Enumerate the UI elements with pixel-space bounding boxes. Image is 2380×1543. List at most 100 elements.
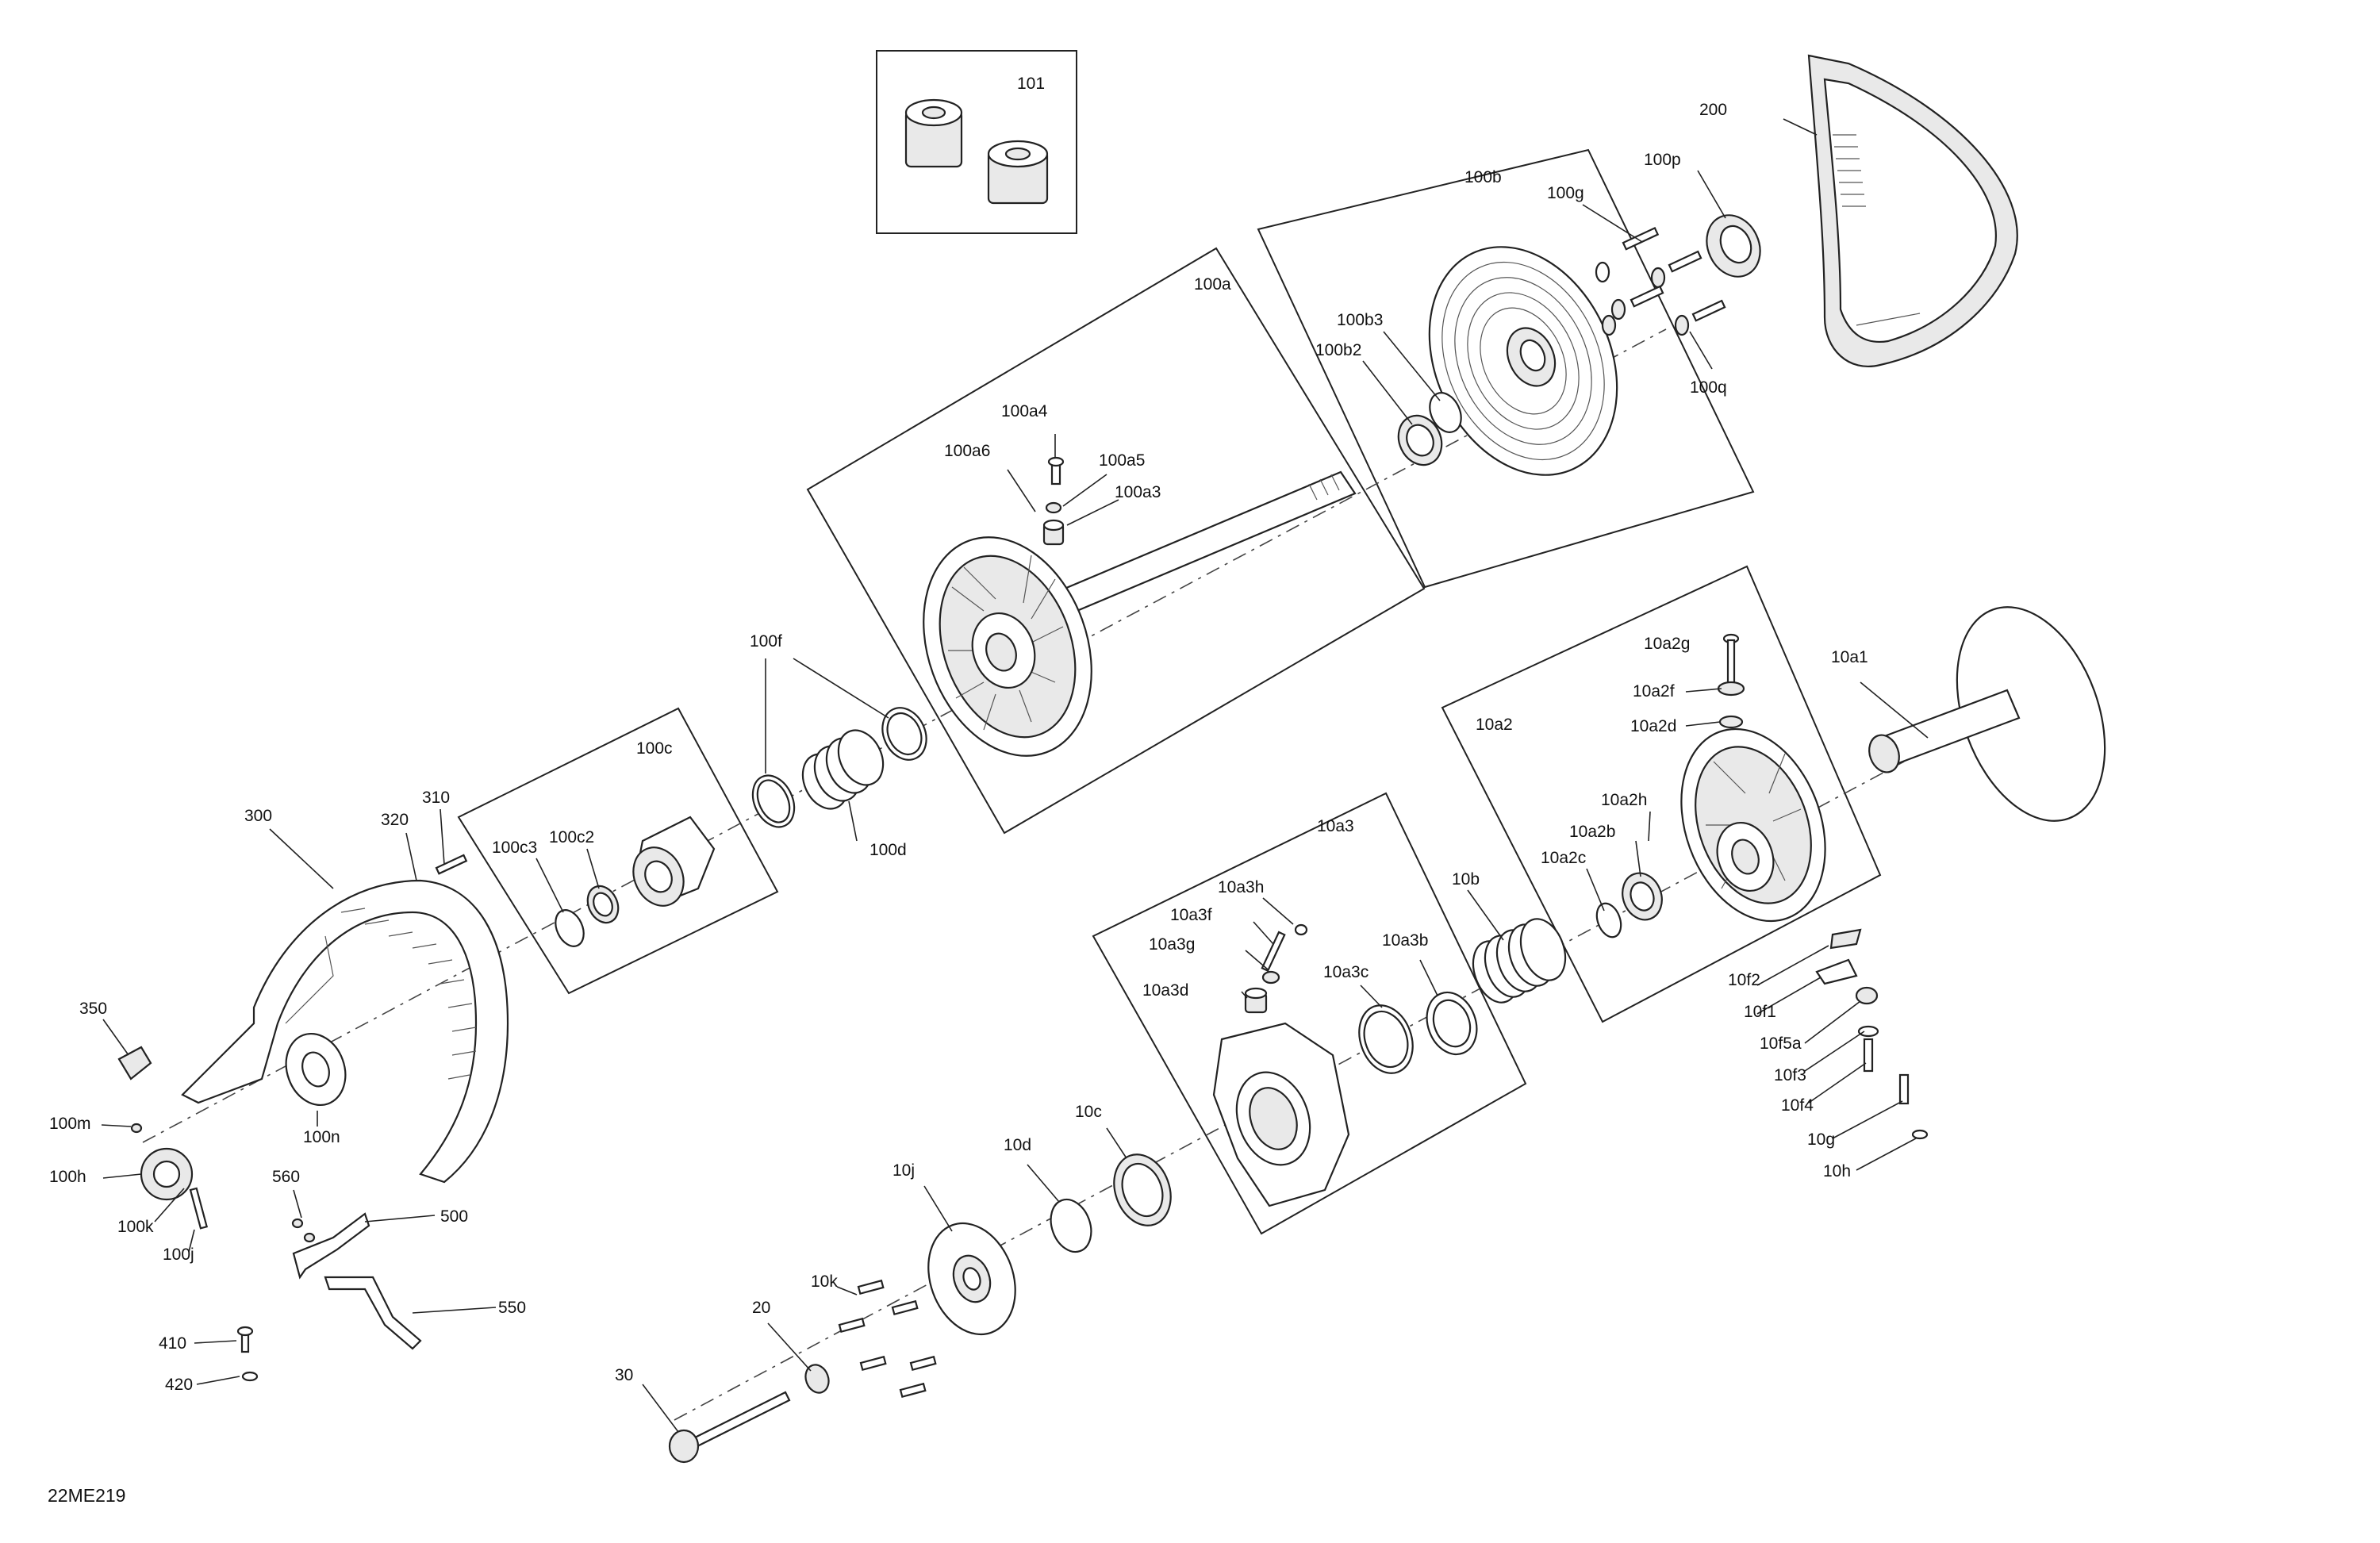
label-100h: 100h [49, 1168, 86, 1186]
part-labels: 101 200 100b 100g 100p 100a 100b3 100b2 … [49, 75, 1868, 1394]
label-100g: 100g [1547, 184, 1584, 202]
label-100a: 100a [1194, 275, 1231, 294]
bearing-10a3c [1358, 1004, 1414, 1074]
label-10a3g: 10a3g [1149, 935, 1195, 954]
roller-pair [904, 98, 1049, 205]
box-10a2 [1441, 565, 1882, 1023]
ring-10a2c [1595, 902, 1622, 938]
seal-10a3b [1426, 991, 1478, 1056]
label-10b: 10b [1452, 870, 1480, 889]
label-100a5: 100a5 [1099, 451, 1145, 470]
label-10a2b: 10a2b [1569, 823, 1615, 841]
bushing-10a2b [1622, 872, 1663, 921]
spider-100c [632, 816, 716, 907]
label-100q: 100q [1690, 378, 1727, 397]
bolts-100g [1595, 226, 1726, 336]
cover-300 [181, 879, 509, 1184]
label-10f1: 10f1 [1744, 1003, 1776, 1021]
bolt-30 [668, 1391, 791, 1464]
label-101: 101 [1017, 75, 1045, 93]
label-100c: 100c [636, 739, 673, 758]
leader-lines [101, 118, 1929, 1433]
label-10a2: 10a2 [1476, 716, 1513, 734]
label-10c: 10c [1075, 1103, 1102, 1121]
label-410: 410 [159, 1334, 186, 1353]
label-300: 300 [244, 807, 272, 825]
washer-20 [804, 1364, 830, 1394]
label-10a2f: 10a2f [1633, 682, 1675, 700]
bracket-550 [324, 1276, 422, 1350]
label-100b3: 100b3 [1337, 311, 1383, 329]
box-10a3 [1092, 792, 1527, 1235]
label-100a6: 100a6 [944, 442, 990, 460]
label-10a2g: 10a2g [1644, 635, 1690, 653]
fixed-sheave [1428, 246, 1618, 476]
label-100b: 100b [1464, 168, 1502, 186]
drive-belt [1807, 54, 2018, 367]
label-10f4: 10f4 [1781, 1096, 1814, 1115]
label-20: 20 [752, 1299, 770, 1317]
bracket-500 [291, 1212, 370, 1280]
label-100p: 100p [1644, 151, 1681, 169]
spring-10b [1472, 918, 1567, 1004]
label-100b2: 100b2 [1315, 341, 1361, 359]
box-101 [876, 50, 1077, 234]
roller-10a3d [1244, 987, 1268, 1014]
label-10a3: 10a3 [1317, 817, 1354, 835]
label-350: 350 [79, 1000, 107, 1018]
label-100a4: 100a4 [1001, 402, 1048, 420]
spring-100d [801, 729, 885, 810]
label-10f2: 10f2 [1728, 971, 1760, 989]
label-10a3d: 10a3d [1142, 981, 1188, 1000]
label-100k: 100k [117, 1218, 154, 1236]
label-30: 30 [615, 1366, 633, 1384]
bolt-10a2g [1717, 633, 1745, 729]
label-10k: 10k [811, 1272, 838, 1291]
box-100c [457, 707, 779, 995]
label-10j: 10j [892, 1161, 915, 1180]
box-100a [806, 247, 1426, 835]
label-500: 500 [440, 1207, 468, 1226]
label-100c2: 100c2 [549, 828, 594, 846]
label-10a2d: 10a2d [1630, 717, 1676, 735]
fixed-sheave-10a1 [1868, 606, 2106, 822]
figure-code: 22ME219 [48, 1485, 125, 1506]
label-100a3: 100a3 [1115, 483, 1161, 501]
label-10a2c: 10a2c [1541, 849, 1586, 867]
label-10a3h: 10a3h [1218, 878, 1264, 896]
label-10g: 10g [1807, 1130, 1835, 1149]
nut-100h [130, 1123, 194, 1201]
bushing-100b2 [1397, 414, 1443, 466]
label-10f3: 10f3 [1774, 1066, 1806, 1084]
ring-100f [751, 774, 796, 828]
seal-ring [881, 707, 927, 761]
bolt-410 [236, 1326, 259, 1382]
weights-10f [1815, 928, 1929, 1140]
box-100b [1257, 148, 1755, 589]
label-100c3: 100c3 [492, 839, 537, 857]
roller-pin-100a4 [1042, 456, 1065, 546]
hub-10j [927, 1222, 1016, 1336]
label-310: 310 [422, 789, 450, 807]
label-10f5a: 10f5a [1760, 1034, 1802, 1053]
label-100f: 100f [750, 632, 782, 651]
label-10d: 10d [1004, 1136, 1031, 1154]
label-420: 420 [165, 1376, 193, 1394]
bolt-100j [189, 1187, 209, 1230]
bushing-100c2 [586, 885, 620, 924]
label-200: 200 [1699, 101, 1727, 119]
label-100n: 100n [303, 1128, 340, 1146]
label-320: 320 [381, 811, 409, 829]
label-550: 550 [498, 1299, 526, 1317]
movable-sheave-100a [923, 536, 1092, 757]
bearing-10c [1113, 1153, 1172, 1226]
ring-10d [1050, 1198, 1092, 1253]
main-axis-upper [142, 328, 1667, 1143]
pin-10a3f [1261, 923, 1308, 985]
washer-100n [285, 1032, 347, 1107]
label-10a1: 10a1 [1831, 648, 1868, 666]
bearing-100p [1706, 214, 1761, 278]
spider-10a3 [1212, 1022, 1350, 1207]
label-10a3f: 10a3f [1170, 906, 1212, 924]
